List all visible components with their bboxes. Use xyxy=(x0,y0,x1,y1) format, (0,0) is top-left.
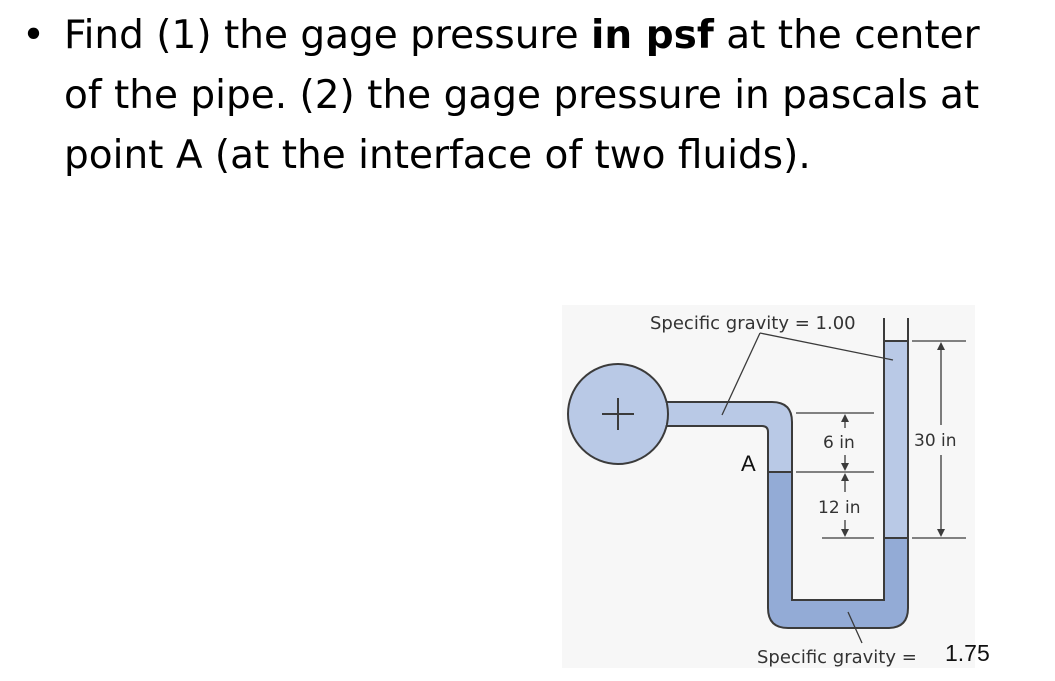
dim-6in-arrow-down xyxy=(841,463,849,471)
label-point-A: A xyxy=(741,451,756,476)
light-fluid-pipe xyxy=(661,401,793,473)
label-30in: 30 in xyxy=(914,431,957,451)
bullet-marker: • xyxy=(22,13,46,58)
dim-12in-arrow-up xyxy=(841,473,849,481)
sg-bottom-value: 1.75 xyxy=(945,640,990,666)
pipe-junction xyxy=(660,403,666,425)
problem-text-bold: in psf xyxy=(591,13,714,58)
dim-30in-arrow-up xyxy=(937,342,945,350)
sg-top-leader-2 xyxy=(759,332,894,361)
problem-text-part1: Find (1) the gage pressure xyxy=(64,13,591,58)
light-fluid-right-leg xyxy=(883,340,909,539)
sg-top-leader-1 xyxy=(721,332,761,416)
dim-6in-arrow-up xyxy=(841,414,849,422)
dim-30in-arrow-down xyxy=(937,529,945,537)
label-sg-top: Specific gravity = 1.00 xyxy=(650,313,856,334)
sg-bottom-leader xyxy=(847,611,863,644)
label-6in: 6 in xyxy=(823,433,855,453)
problem-text: Find (1) the gage pressure in psf at the… xyxy=(64,6,1014,186)
label-12in: 12 in xyxy=(818,498,861,518)
label-sg-bottom: Specific gravity = xyxy=(757,647,917,668)
dim-12in-arrow-down xyxy=(841,529,849,537)
problem-text-part2: at the center of the pipe. (2) the gage … xyxy=(64,13,980,178)
